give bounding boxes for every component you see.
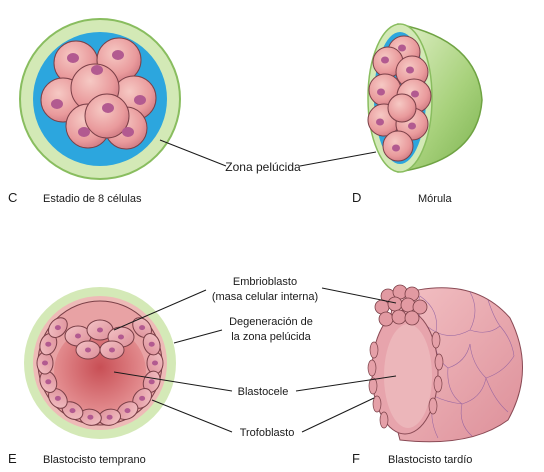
label-zona-pellucida: Zona pelúcida <box>225 160 301 174</box>
panel-f-late-blastocyst <box>367 284 523 443</box>
panel-letter-d: D <box>352 190 361 205</box>
caption-c: Estadio de 8 células <box>43 193 142 205</box>
leader-degeneracion <box>173 329 223 344</box>
panel-d-morula <box>367 23 483 173</box>
nuclei-c <box>51 50 146 137</box>
embryoblast-f <box>374 284 428 327</box>
trophoblast-nucleus <box>42 360 48 366</box>
leader-embrioblasto-e <box>113 289 207 331</box>
rim-cells-f <box>367 331 444 429</box>
label-degeneracion: Degeneración de <box>229 316 313 328</box>
leader-blastocele-f <box>295 375 397 392</box>
trophoblast-nucleus <box>54 325 61 331</box>
trophoblast-nucleus <box>106 414 113 420</box>
panel-letter-f: F <box>352 451 360 466</box>
trophoblast-nucleus <box>148 341 155 347</box>
caption-e: Blastocisto temprano <box>43 454 146 466</box>
caption-d: Mórula <box>418 193 453 205</box>
leader-trofoblasto-e <box>151 399 233 433</box>
label-zona-pelucida-deg: la zona pelúcida <box>231 331 311 343</box>
label-masa-celular-interna: (masa celular interna) <box>212 291 318 303</box>
leader-zona-d <box>299 151 377 167</box>
leader-embrioblasto-f <box>321 287 397 304</box>
panel-e-early-blastocyst <box>24 287 176 439</box>
leader-zona-c <box>159 139 227 167</box>
trophoblast-nucleus <box>87 414 94 420</box>
blastocoel-inner-f <box>384 324 432 428</box>
label-blastocele: Blastocele <box>238 386 289 398</box>
trophoblast-nucleus <box>139 395 146 401</box>
trophoblast-nucleus <box>45 341 52 347</box>
panel-c-eight-cell-stage <box>19 18 181 180</box>
label-trofoblasto: Trofoblasto <box>240 427 295 439</box>
trophoblast-nucleus <box>69 408 76 414</box>
leader-trofoblasto-f <box>301 397 375 433</box>
trophoblast-nucleus <box>45 379 52 385</box>
trophoblast-nucleus <box>124 408 131 414</box>
caption-f: Blastocisto tardío <box>388 454 472 466</box>
icm-nuclei-e <box>75 327 124 353</box>
trophoblast-cells-e <box>36 317 164 426</box>
label-embrioblasto: Embrioblasto <box>233 276 297 288</box>
trophoblast-nucleus <box>148 379 155 385</box>
panel-letter-c: C <box>8 190 17 205</box>
trophoblast-nucleus <box>54 395 61 401</box>
trophoblast-nucleus <box>139 325 146 331</box>
trophoblast-nucleus <box>152 360 158 366</box>
morula-cells <box>367 35 432 162</box>
nuclei-d <box>376 44 419 152</box>
panel-letter-e: E <box>8 451 17 466</box>
leader-blastocele-e <box>113 371 233 392</box>
